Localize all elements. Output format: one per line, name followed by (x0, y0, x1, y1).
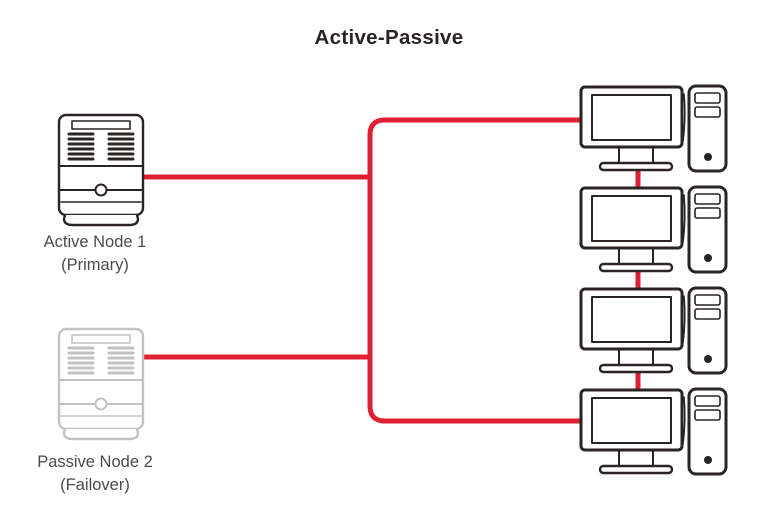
passive-node-name: Passive Node 2 (37, 453, 153, 471)
active-node-name: Active Node 1 (43, 233, 147, 251)
monitor-icon (579, 388, 686, 475)
active-node (55, 112, 147, 228)
workstation-icon (579, 286, 728, 375)
page-title: Active-Passive (314, 26, 464, 49)
monitor-sketch-edge (682, 396, 686, 445)
workstation-icon (579, 387, 728, 476)
monitor-stand-neck (618, 348, 654, 366)
tower-icon (687, 286, 728, 375)
tower-icon (687, 185, 728, 274)
monitor-stand-base (598, 262, 674, 273)
server-top-vent-strip (71, 334, 131, 344)
trunk-line (367, 117, 584, 424)
server-vent-slats (67, 346, 135, 375)
tower-drive-bay (694, 92, 721, 104)
tower-drive-bay (694, 409, 721, 421)
tower-drive-bay (694, 193, 721, 205)
passive-node (55, 326, 147, 442)
monitor-stand-neck (618, 247, 654, 265)
monitor-screen (591, 195, 672, 242)
tower-drive-bay (694, 207, 721, 219)
tower-power-button (704, 153, 712, 161)
monitor-sketch-edge (682, 295, 686, 344)
workstation-icon (579, 84, 728, 173)
monitor-stand-base (598, 464, 674, 475)
server-icon (57, 327, 145, 441)
monitor-screen (591, 397, 672, 444)
server-base (62, 427, 140, 441)
tower-drive-bay (694, 294, 721, 306)
tower-power-button (704, 355, 712, 363)
workstation-4 (578, 387, 728, 477)
workstation-icon (579, 185, 728, 274)
tower-drive-bay (694, 106, 721, 118)
server-top-vent-strip (71, 120, 131, 130)
monitor-stand-base (598, 363, 674, 374)
server-icon (57, 113, 145, 227)
server-base (62, 213, 140, 227)
server-vent-slats (67, 132, 135, 161)
monitor-stand-neck (618, 146, 654, 164)
workstation-3 (578, 286, 728, 376)
monitor-sketch-edge (682, 194, 686, 243)
monitor-screen (591, 296, 672, 343)
workstation-2 (578, 185, 728, 275)
tower-drive-bay (694, 308, 721, 320)
monitor-sketch-edge (682, 93, 686, 142)
monitor-icon (579, 287, 686, 374)
active-node-role: (Primary) (61, 256, 129, 274)
monitor-stand-neck (618, 449, 654, 467)
monitor-stand-base (598, 161, 674, 172)
passive-node-role: (Failover) (60, 476, 130, 494)
tower-power-button (704, 456, 712, 464)
monitor-icon (579, 85, 686, 172)
server-knob (94, 183, 108, 197)
active-node-label: Active Node 1 (Primary) (0, 231, 190, 277)
monitor-screen (591, 94, 672, 141)
server-knob (94, 397, 108, 411)
tower-power-button (704, 254, 712, 262)
passive-node-label: Passive Node 2 (Failover) (0, 451, 190, 497)
monitor-icon (579, 186, 686, 273)
tower-icon (687, 84, 728, 173)
workstation-1 (578, 84, 728, 174)
tower-icon (687, 387, 728, 476)
tower-drive-bay (694, 395, 721, 407)
